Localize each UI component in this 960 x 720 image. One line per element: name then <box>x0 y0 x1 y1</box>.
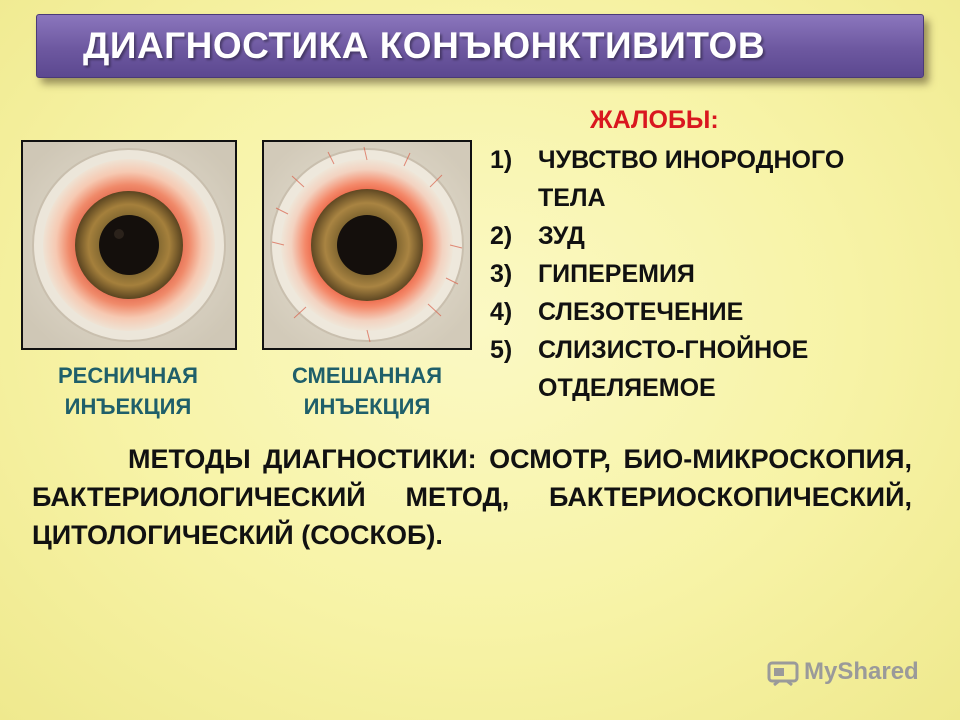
list-text: ЧУВСТВО ИНОРОДНОГО ТЕЛА <box>538 146 845 212</box>
list-number: 2) <box>490 222 513 250</box>
caption-line: ИНЪЕКЦИЯ <box>64 394 192 419</box>
list-text: СЛЕЗОТЕЧЕНИЕ <box>538 298 744 326</box>
watermark-text: MyShared <box>804 658 919 685</box>
list-text: СЛИЗИСТО-ГНОЙНОЕ ОТДЕЛЯЕМОЕ <box>538 336 809 402</box>
caption-line: ИНЪЕКЦИЯ <box>303 394 431 419</box>
list-number: 3) <box>490 260 513 288</box>
list-item: 4) СЛЕЗОТЕЧЕНИЕ <box>490 293 930 331</box>
watermark: MyShared <box>766 655 919 689</box>
eye-image-ciliary-injection <box>21 140 237 350</box>
eye-illustration-ciliary <box>23 142 235 348</box>
eye-illustration-mixed <box>264 142 470 348</box>
list-item: 1) ЧУВСТВО ИНОРОДНОГО ТЕЛА <box>490 141 930 217</box>
page-title: ДИАГНОСТИКА КОНЪЮНКТИВИТОВ <box>83 25 766 66</box>
title-banner: ДИАГНОСТИКА КОНЪЮНКТИВИТОВ <box>36 14 924 78</box>
list-text: ЗУД <box>538 222 585 250</box>
eye-image-mixed-injection <box>262 140 472 350</box>
list-item: 5) СЛИЗИСТО-ГНОЙНОЕ ОТДЕЛЯЕМОЕ <box>490 331 930 407</box>
diagnostic-methods-paragraph: МЕТОДЫ ДИАГНОСТИКИ: ОСМОТР, БИО-МИКРОСКО… <box>32 444 912 550</box>
list-number: 1) <box>490 146 513 174</box>
list-number: 4) <box>490 298 513 326</box>
caption-line: РЕСНИЧНАЯ <box>58 363 198 388</box>
list-number: 5) <box>490 336 513 364</box>
complaints-heading: ЖАЛОБЫ: <box>590 106 719 134</box>
list-item: 3) ГИПЕРЕМИЯ <box>490 255 930 293</box>
complaints-list: 1) ЧУВСТВО ИНОРОДНОГО ТЕЛА 2) ЗУД 3) ГИП… <box>490 141 930 407</box>
caption-ciliary-injection: РЕСНИЧНАЯ ИНЪЕКЦИЯ <box>28 360 228 422</box>
projector-icon <box>767 661 799 687</box>
caption-mixed-injection: СМЕШАННАЯ ИНЪЕКЦИЯ <box>262 360 472 422</box>
list-item: 2) ЗУД <box>490 217 930 255</box>
list-text: ГИПЕРЕМИЯ <box>538 260 695 288</box>
caption-line: СМЕШАННАЯ <box>291 363 443 388</box>
